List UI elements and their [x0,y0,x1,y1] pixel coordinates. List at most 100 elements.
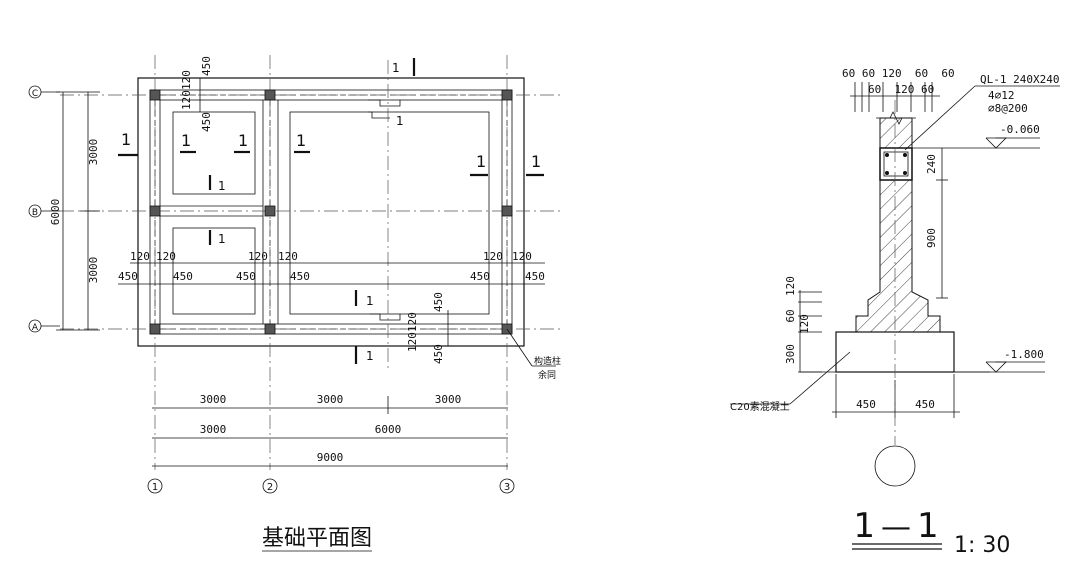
section-mark-label: 1 [531,152,541,171]
dim-top-120: 120 [180,70,193,90]
rebar-main-label: 4⌀12 [988,89,1015,102]
room-right [289,111,490,315]
dim-bottom-450b: 450 [915,398,935,411]
dim-bot-450: 450 [432,292,445,312]
elev-marker-bottom [985,361,1007,373]
structural-column [149,205,161,217]
dim-450-mid: 450 [236,270,256,283]
dim-120-right: 120 [483,250,503,263]
structural-column [264,205,276,217]
axis-bubble-2 [262,478,278,494]
column-note-text: 构造柱 [534,355,561,367]
dim-120b-section: 120 [798,314,811,334]
elev-marker-top [985,137,1007,149]
beam-label: QL-1 240X240 [980,73,1059,86]
dim-120-section: 120 [784,276,797,296]
wall-inner-edge [159,99,503,325]
concrete-note: C20素混凝土 [730,400,790,413]
dim-300-section: 300 [784,344,797,364]
axis-label-a: A [32,323,39,333]
section-detail: 60 60 120 60 60 60 120 60 QL-1 240X240 4… [730,67,1060,558]
room-bottom-left [172,227,256,315]
dim-900: 900 [925,228,938,248]
rebar-dot [885,171,889,175]
dim-bot-450b: 450 [432,344,445,364]
section-mark-label: 1 [218,179,226,193]
dim-240: 240 [925,154,938,174]
dim-450-left2: 450 [173,270,193,283]
column-note-leader [506,328,533,367]
axis-bubble-1 [147,478,163,494]
section-mark-label: 1 [218,232,226,246]
rebar-dot [885,153,889,157]
break-mark [876,111,916,125]
dim-bottom-2b: 6000 [375,423,402,436]
dim-bot-120: 120 [406,312,419,332]
dim-450-right: 450 [470,270,490,283]
concrete-leader [789,351,851,405]
section-top-dims: 60 60 120 60 60 [842,67,955,80]
dim-top-450b: 450 [200,112,213,132]
axis-label-c: C [32,89,38,99]
dim-120-left: 120 [130,250,150,263]
section-mark-label: 1 [476,152,486,171]
dim-bottom-2a: 3000 [200,423,227,436]
axis-label-b: B [32,208,38,218]
plan-title: 基础平面图 [262,526,372,551]
section-title-left: 1 [853,506,875,546]
axis-label-1: 1 [152,482,158,493]
section-mark-label: 1 [366,294,374,308]
foundation-plan: C B A 3000 3000 6000 450 120 120 450 120… [28,55,561,552]
dim-top-120b: 120 [180,90,193,110]
dim-top-450: 450 [200,56,213,76]
dim-bottom-1a: 3000 [200,393,227,406]
dim-bot-120b: 120 [406,332,419,352]
ring-beam-ql1 [879,147,913,181]
dim-bottom-1b: 3000 [317,393,344,406]
notch-detail [370,313,401,321]
dim-450-mid2: 450 [290,270,310,283]
dim-450-right2: 450 [525,270,545,283]
section-mark-label: 1 [396,114,404,128]
rebar-stirrup-label: ⌀8@200 [988,102,1028,115]
dim-left-upper: 3000 [87,139,100,166]
dim-left-lower: 3000 [87,257,100,284]
structural-column [149,89,161,101]
axis-label-3: 3 [504,482,510,493]
section-axis-bubble [874,445,916,487]
section-scale: 1: 30 [954,533,1010,558]
beam-leader [904,85,976,151]
beam-stirrup [883,151,909,177]
dim-120-right2: 120 [512,250,532,263]
structural-column [501,205,513,217]
section-title: 1—1 [853,506,938,546]
dim-bottom-total: 9000 [317,451,344,464]
section-title-right: 1 [917,506,939,546]
section-mark-label: 1 [121,130,131,149]
section-top-dims-lower: 60 120 60 [868,83,934,96]
section-mark-label: 1 [366,349,374,363]
section-mark-label: 1 [238,131,248,150]
dim-bottom-1c: 3000 [435,393,462,406]
rebar-dot [903,153,907,157]
dim-bottom-450a: 450 [856,398,876,411]
structural-column [264,323,276,335]
room-top-left [172,111,256,195]
dim-120-mid2: 120 [278,250,298,263]
dim-120-mid: 120 [248,250,268,263]
elev-top-label: -0.060 [1000,123,1040,136]
dim-60-section: 60 [784,309,797,322]
dim-left-total: 6000 [49,199,62,226]
elev-bottom-label: -1.800 [1004,348,1044,361]
notch-detail [368,99,401,107]
rebar-dot [903,171,907,175]
axis-bubble-3 [499,478,515,494]
section-mark-label: 1 [296,131,306,150]
section-mark-label: 1 [392,61,400,75]
foundation-outline [137,77,525,347]
column-note-text2: 余同 [538,369,556,381]
section-mark-label: 1 [181,131,191,150]
axis-label-2: 2 [267,482,273,493]
structural-column [264,89,276,101]
